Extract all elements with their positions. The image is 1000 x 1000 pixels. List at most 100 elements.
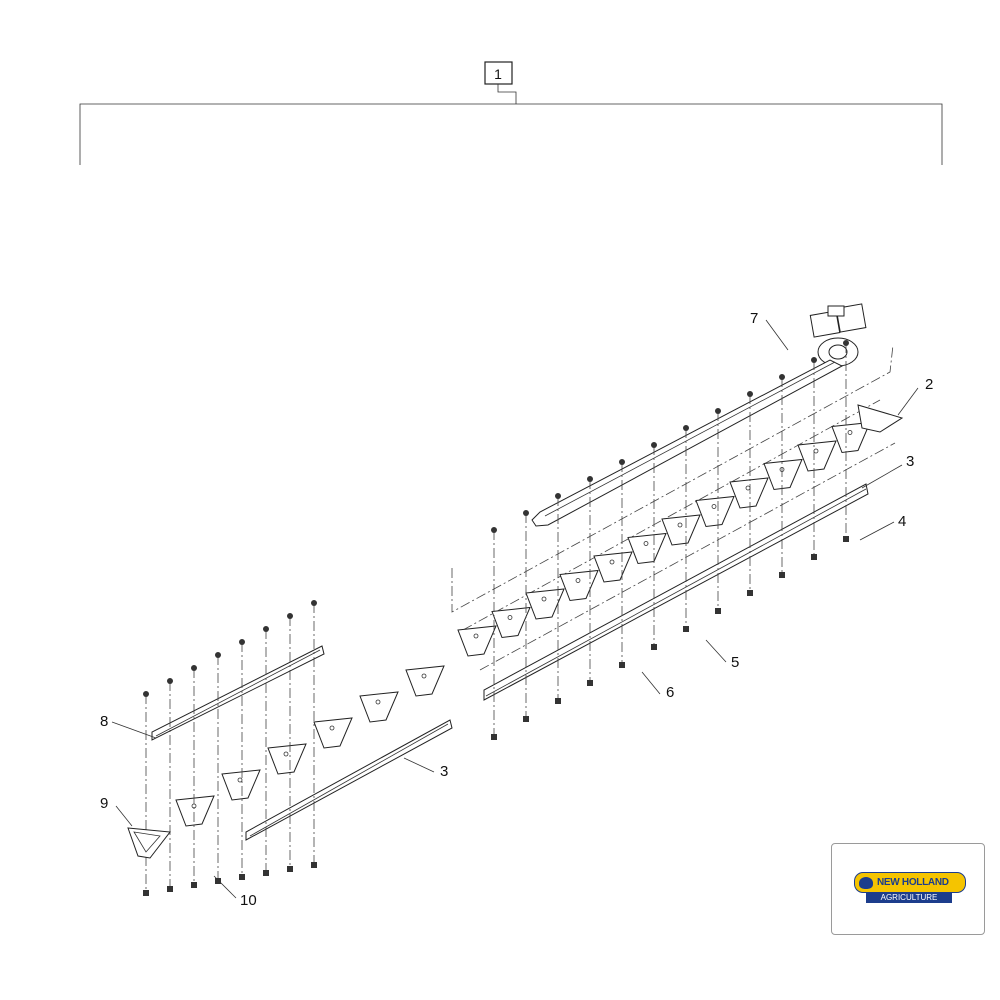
knife-section [797, 440, 837, 472]
bolt-nut [143, 691, 149, 697]
knife-section-hole [237, 777, 243, 783]
assembly-label-box [484, 61, 513, 85]
knife-section [763, 458, 803, 491]
callout-8: 8 [100, 713, 108, 730]
knife-section [491, 606, 531, 639]
knife-section [729, 477, 769, 509]
knife-section-hole [643, 541, 649, 546]
knife-section [627, 532, 667, 565]
bolt-nut [191, 665, 197, 671]
bolt [143, 890, 149, 896]
knife-section-hole [541, 596, 547, 602]
bolt-nut [555, 493, 561, 499]
bolt-nut [491, 527, 497, 533]
bolt-nut [811, 357, 817, 363]
bolt-nut [523, 510, 529, 516]
bolt-nut [619, 459, 625, 465]
knife-section [175, 795, 215, 827]
logo-subtitle: AGRICULTURE [866, 892, 952, 903]
bolt [747, 590, 753, 596]
knife-section-item-9 [127, 827, 171, 859]
knife-section-hole [711, 504, 717, 509]
knife-section-hole [847, 430, 853, 435]
knife-section [559, 569, 599, 602]
bolt-nut [747, 391, 753, 397]
bolt-nut [587, 476, 593, 482]
knife-section-hole [575, 578, 581, 583]
knife-section-hole [677, 522, 683, 528]
knife-section [525, 588, 565, 620]
knife-drive-head [809, 303, 867, 367]
bolt [715, 608, 721, 614]
bolt-nut [287, 613, 293, 619]
bolt [215, 878, 221, 884]
bolt-nut [167, 678, 173, 684]
bolt [651, 644, 657, 650]
callout-3-right: 3 [906, 453, 914, 470]
knife-section [695, 495, 735, 528]
knife-bar-right [483, 483, 869, 701]
knife-section [831, 421, 871, 454]
logo-name: NEW HOLLAND [877, 877, 949, 888]
callout-7: 7 [750, 310, 758, 327]
knife-section [405, 665, 445, 697]
knife-section-hole [473, 633, 479, 639]
bolt [263, 870, 269, 876]
knife-section [359, 691, 399, 723]
bolt-nut [683, 425, 689, 431]
bolt [523, 716, 529, 722]
knife-section-hole [283, 751, 289, 757]
bolt [239, 874, 245, 880]
bolt-nut [215, 652, 221, 658]
knife-section-hole [609, 559, 615, 565]
knife-section-hole [329, 725, 335, 731]
left-knife-section [127, 600, 453, 896]
bolt [311, 862, 317, 868]
bolt [287, 866, 293, 872]
knife-section [661, 514, 701, 546]
knife-section-item-2 [857, 404, 904, 433]
knife-sections-right [457, 421, 871, 657]
bolt [491, 734, 497, 740]
callout-6: 6 [666, 684, 674, 701]
bolt [619, 662, 625, 668]
bolt [683, 626, 689, 632]
callout-10: 10 [240, 892, 257, 909]
bolt [191, 882, 197, 888]
knife-section [593, 551, 633, 583]
callout-9: 9 [100, 795, 108, 812]
callout-4: 4 [898, 513, 906, 530]
bolt-nut [843, 340, 849, 346]
bolt-nut [715, 408, 721, 414]
bolt [587, 680, 593, 686]
bolt-nut [239, 639, 245, 645]
callouts: 2 3 3 4 5 6 7 8 9 10 [100, 310, 933, 909]
logo-badge: NEW HOLLAND [854, 872, 966, 893]
bolt [811, 554, 817, 560]
assembly-label: 1 [494, 66, 502, 82]
bolt [555, 698, 561, 704]
knife-section-hole [507, 615, 513, 620]
knife-section [457, 625, 497, 657]
bolt [167, 886, 173, 892]
knife-section-hole [421, 673, 427, 679]
right-knife-section [451, 303, 904, 740]
callout-3-left: 3 [440, 763, 448, 780]
callout-5: 5 [731, 654, 739, 671]
knife-section [221, 769, 261, 801]
bolts-right [491, 340, 849, 740]
assembly-bracket: 1 [79, 61, 943, 165]
knife-section [313, 717, 353, 749]
knife-section-hole [375, 699, 381, 705]
bolt-nut [779, 374, 785, 380]
new-holland-logo: NEW HOLLAND AGRICULTURE [831, 843, 985, 935]
bolt-nut [311, 600, 317, 606]
bolt [843, 536, 849, 542]
knife-sections-left [175, 665, 445, 827]
bolt-nut [651, 442, 657, 448]
callout-2: 2 [925, 376, 933, 393]
bolt-nut [263, 626, 269, 632]
leaf-icon [859, 876, 873, 889]
bolt [779, 572, 785, 578]
